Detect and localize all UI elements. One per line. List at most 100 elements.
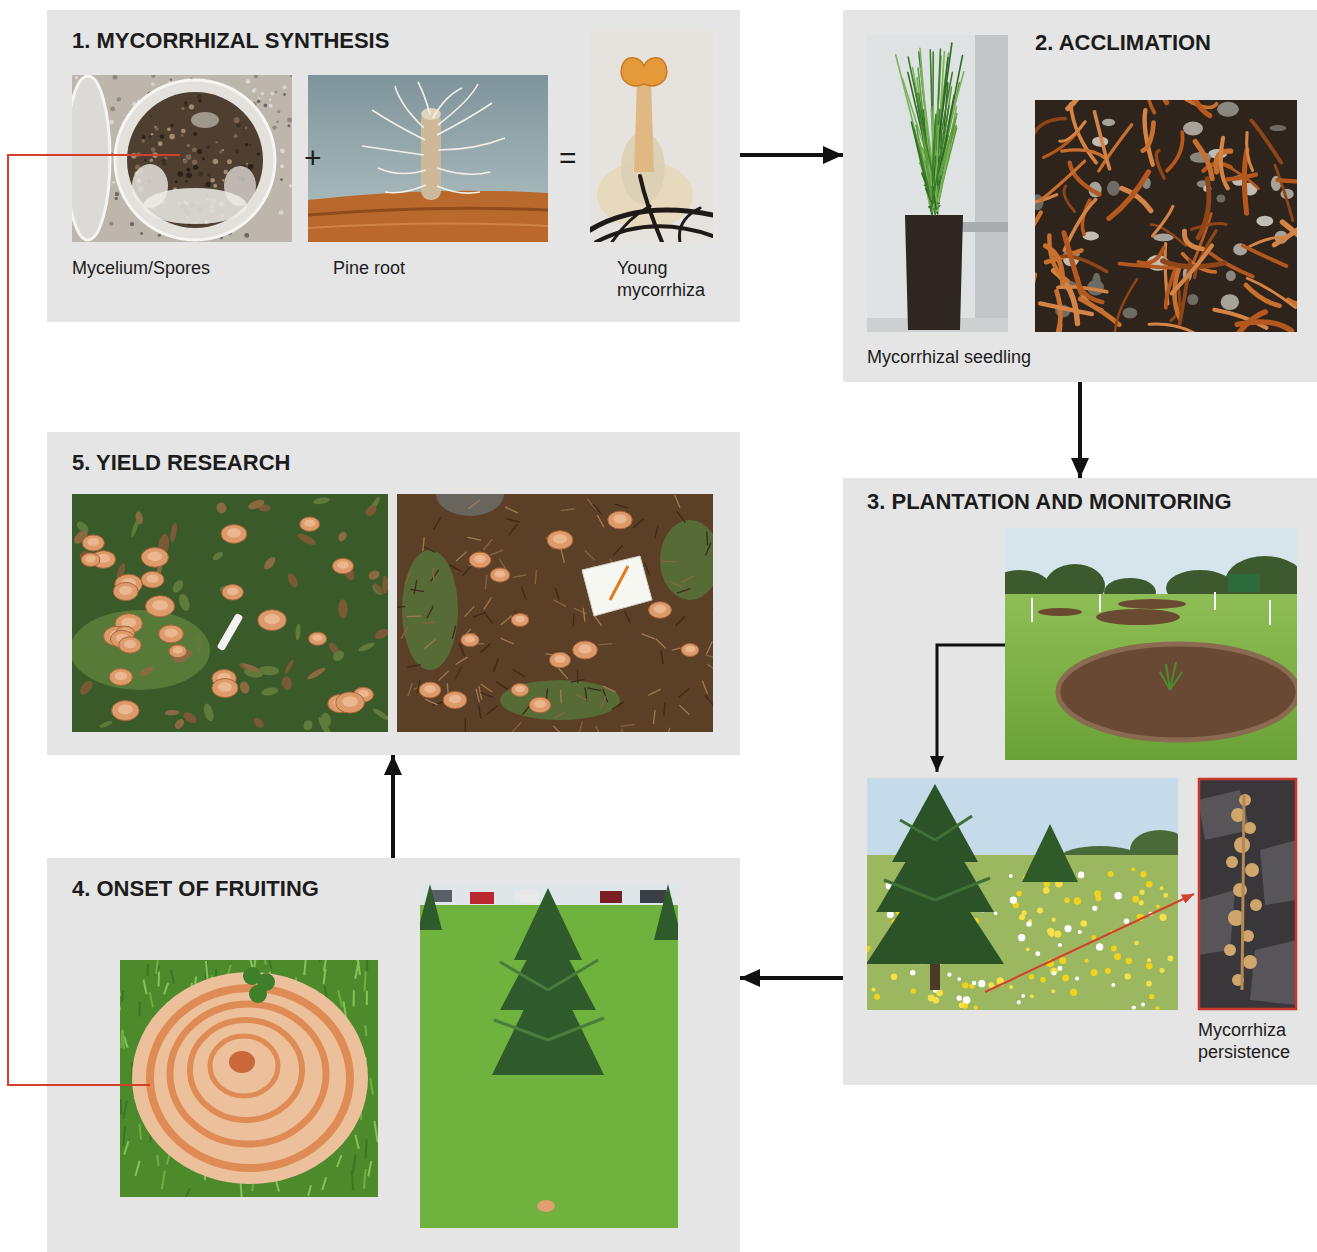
yield-mushrooms xyxy=(443,691,467,708)
root-strands xyxy=(1183,122,1203,136)
yellow-flowers xyxy=(1139,900,1144,905)
yellow-flowers xyxy=(1021,994,1025,998)
fruiting-tree-photo xyxy=(420,905,678,1228)
granite-speckle xyxy=(270,92,273,95)
soil-speckle xyxy=(248,164,253,169)
yield-mushrooms xyxy=(515,686,525,692)
photo-caption-box: Young mycorrhiza xyxy=(590,30,720,310)
persistence-photo xyxy=(1250,899,1262,911)
yield-mushrooms xyxy=(316,715,332,732)
yield-mushrooms xyxy=(424,685,436,693)
photo-caption-box: Mycelium/Spores xyxy=(72,75,292,290)
fruiting-tree-photo xyxy=(492,960,604,1075)
root-strands xyxy=(1247,133,1253,171)
panel-ground xyxy=(47,858,740,1252)
yellow-flowers xyxy=(1096,943,1103,950)
fruiting-tree-photo xyxy=(548,1018,604,1040)
tree-photo xyxy=(935,816,972,840)
soil-speckle xyxy=(245,127,248,130)
yellow-flowers xyxy=(959,1003,963,1007)
grass-blades xyxy=(368,1161,371,1176)
grass-blades xyxy=(366,960,368,971)
yield-mushrooms xyxy=(598,644,612,645)
soil-speckle xyxy=(158,141,163,146)
yield-mushrooms xyxy=(553,726,563,732)
mushroom-photo xyxy=(120,960,378,1197)
yield-mushrooms xyxy=(261,686,279,696)
pine-needles xyxy=(932,106,949,205)
yield-mushrooms xyxy=(549,652,570,667)
yield-mushrooms xyxy=(227,587,239,595)
granite-speckle xyxy=(279,210,284,215)
grass-blades xyxy=(364,971,367,991)
yield-mushrooms xyxy=(252,716,266,730)
pine-root-photo xyxy=(362,146,424,155)
yield-mushrooms xyxy=(487,706,498,715)
yield-mushrooms xyxy=(130,517,141,538)
yellow-flowers xyxy=(1057,966,1062,971)
yellow-flowers xyxy=(1026,921,1032,927)
yellow-flowers xyxy=(887,911,894,918)
root-strands xyxy=(1227,175,1256,180)
flow-arrow xyxy=(740,153,843,157)
fruiting-tree-photo xyxy=(654,884,678,940)
yield-needles-photo xyxy=(402,550,458,670)
yield-mushrooms xyxy=(372,582,385,596)
yield-mushrooms xyxy=(309,632,327,645)
yield-mushrooms xyxy=(331,648,346,663)
yield-mushrooms xyxy=(506,518,520,522)
soil-speckle xyxy=(249,144,251,146)
yield-mushrooms xyxy=(280,676,293,691)
yellow-flowers xyxy=(962,982,968,988)
yield-mushrooms xyxy=(452,625,456,639)
plantation-photo xyxy=(1005,528,1297,760)
yield-mushrooms xyxy=(113,582,138,600)
yield-mushrooms xyxy=(169,522,178,543)
granite-speckle xyxy=(110,107,115,112)
grass-blades xyxy=(122,991,123,1002)
yield-mushrooms xyxy=(221,525,247,544)
yellow-flowers xyxy=(947,973,951,977)
yield-mushrooms xyxy=(99,720,114,729)
panel-ground xyxy=(843,10,1317,382)
yield-mushrooms xyxy=(173,717,186,730)
yield-mushrooms xyxy=(561,509,575,511)
yellow-flowers xyxy=(1141,1002,1145,1006)
soil-speckle xyxy=(197,94,202,99)
soil-speckle xyxy=(181,129,186,134)
yield-mushrooms xyxy=(357,641,375,653)
soil-speckle xyxy=(151,133,153,135)
yellow-flowers xyxy=(1026,947,1030,951)
yield-mushrooms xyxy=(247,498,266,511)
granite-speckle xyxy=(280,178,283,181)
root-strands xyxy=(1187,294,1198,305)
yellow-flowers xyxy=(972,981,976,985)
soil-speckle xyxy=(234,134,238,138)
yield-needles-photo xyxy=(402,520,713,720)
root-strands xyxy=(1198,179,1209,238)
yellow-flowers xyxy=(1047,928,1054,935)
soil-speckle xyxy=(219,150,222,153)
yield-mushrooms xyxy=(601,696,607,709)
grass-blades xyxy=(315,960,320,962)
operator-symbol: + xyxy=(304,143,322,173)
yield-mushrooms xyxy=(407,615,421,617)
yellow-flowers xyxy=(1062,975,1069,982)
root-strands xyxy=(1278,180,1297,182)
yield-mushrooms xyxy=(119,586,133,595)
grass-blades xyxy=(164,983,168,995)
yield-mushrooms xyxy=(212,679,238,698)
granite-speckle xyxy=(75,76,79,80)
panel-ground xyxy=(843,478,1317,1085)
yield-mushrooms xyxy=(575,694,588,700)
yield-mushrooms xyxy=(712,608,713,613)
root-strands xyxy=(1060,122,1086,142)
granite-speckle xyxy=(269,104,273,108)
pine-needles xyxy=(934,196,936,209)
pine-needles xyxy=(918,94,931,199)
yield-mushrooms xyxy=(147,551,162,561)
yield-mushrooms xyxy=(481,693,494,698)
root-strands xyxy=(1122,308,1137,319)
yield-mushrooms xyxy=(171,578,186,594)
